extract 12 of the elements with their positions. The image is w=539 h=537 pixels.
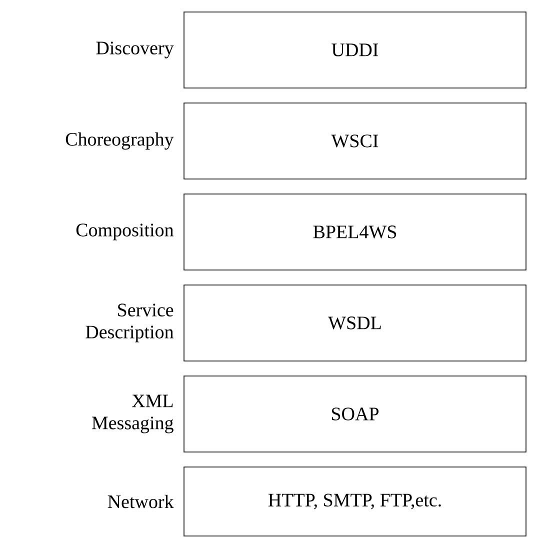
layer-box: WSDL [184,284,526,362]
layer-box: WSCI [184,102,526,180]
layer-label: Choreography [66,132,174,150]
layer-label: Discovery [96,42,174,58]
layer-box: UDDI [184,12,526,88]
layer-box: SOAP [184,376,526,452]
layer-label: Composition [76,224,174,240]
layer-label: Service Description [86,304,174,342]
layer-label: Network [108,494,174,508]
layer-box: BPEL4WS [184,194,526,270]
layer-label: XML Messaging [92,394,174,434]
layer-box: HTTP, SMTP, FTP,etc. [184,466,526,536]
